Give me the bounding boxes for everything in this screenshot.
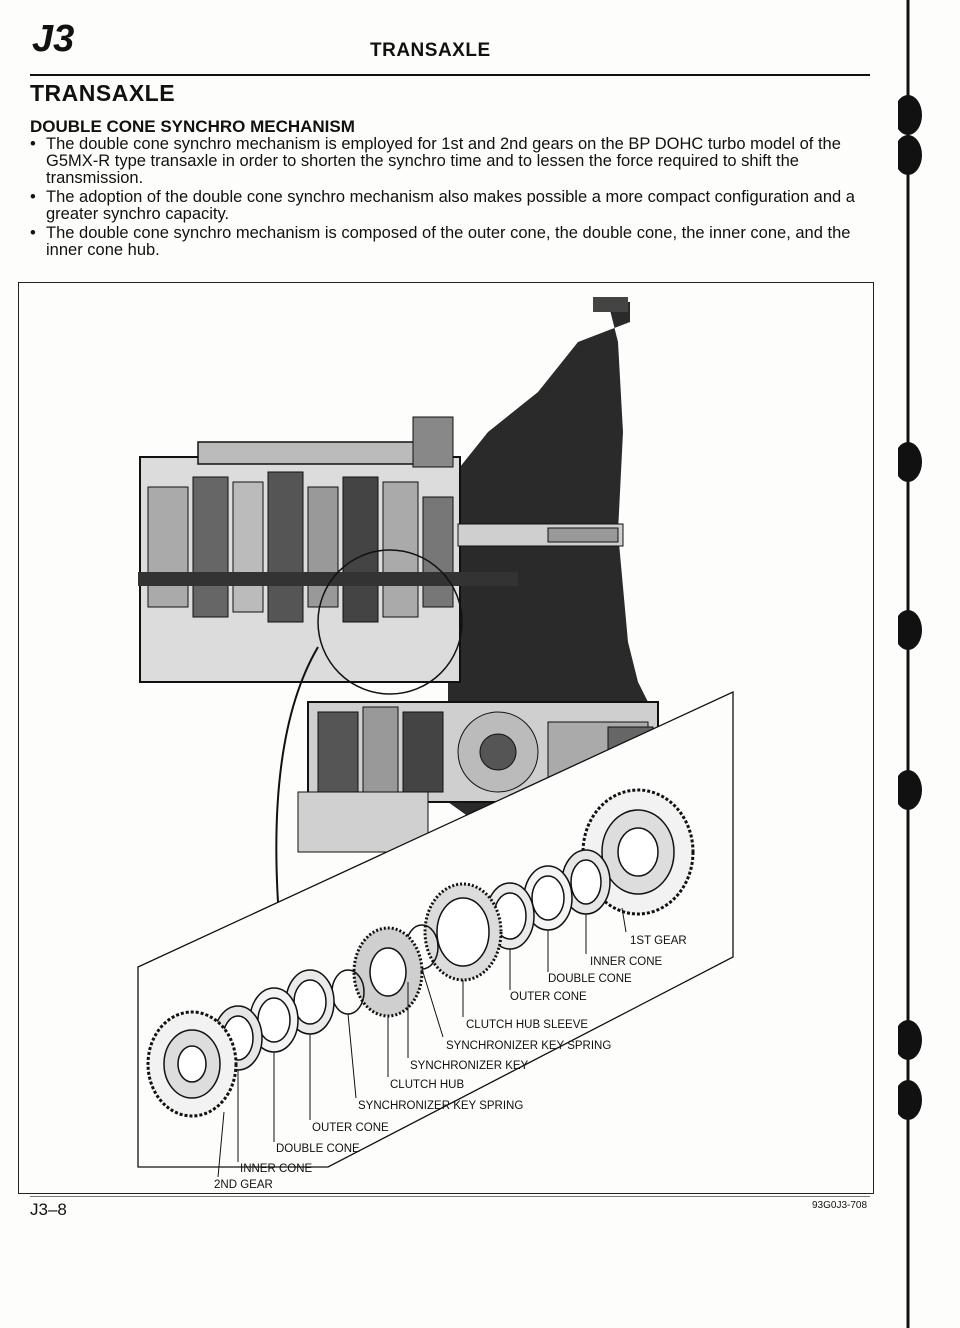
bullet-item: The double cone synchro mechanism is com… (30, 225, 875, 259)
leader-lines (217, 907, 627, 1178)
section-subheading: DOUBLE CONE SYNCHRO MECHANISM (30, 117, 355, 136)
label-outer-cone-bottom: OUTER CONE (312, 1122, 389, 1134)
section-code: J3 (32, 18, 75, 60)
label-inner-cone-top: INNER CONE (590, 956, 663, 968)
binder-hole-icon (898, 610, 922, 650)
detail-callout-leader (275, 646, 319, 903)
transaxle-cutaway-illustration (138, 297, 659, 912)
label-synchronizer-key-spring-top: SYNCHRONIZER KEY SPRING (446, 1040, 611, 1052)
figure-frame (18, 282, 874, 1194)
bullet-item: The double cone synchro mechanism is emp… (30, 136, 875, 187)
footer-rule (30, 1196, 870, 1197)
transaxle-figure: 1ST GEAR INNER CONE DOUBLE CONE OUTER CO… (137, 297, 734, 1191)
case-top (197, 441, 449, 465)
binder-edge (898, 0, 922, 1328)
detail-callout-circle (317, 549, 463, 695)
label-inner-cone-bottom: INNER CONE (240, 1163, 313, 1175)
header-rule (30, 74, 870, 76)
main-shaft (138, 572, 518, 586)
case-bottom (297, 791, 429, 853)
input-shaft-spline (547, 527, 619, 543)
exploded-parts (146, 788, 695, 1118)
label-clutch-hub-sleeve: CLUTCH HUB SLEEVE (466, 1019, 588, 1031)
page-title: TRANSAXLE (30, 80, 176, 106)
shift-tower (412, 416, 454, 468)
figure-code: 93G0J3-708 (812, 1200, 868, 1211)
bell-housing-flange (593, 297, 628, 312)
binder-hole-icon (898, 442, 922, 482)
bullet-item: The adoption of the double cone synchro … (30, 189, 875, 223)
label-double-cone-bottom: DOUBLE CONE (276, 1143, 360, 1155)
label-1st-gear: 1ST GEAR (630, 935, 687, 947)
binder-hole-icon (898, 95, 922, 135)
label-synchronizer-key-spring-bottom: SYNCHRONIZER KEY SPRING (358, 1100, 523, 1112)
label-clutch-hub: CLUTCH HUB (390, 1079, 464, 1091)
binder-hole-icon (898, 1020, 922, 1060)
binder-hole-icon (898, 135, 922, 175)
label-outer-cone-top: OUTER CONE (510, 991, 587, 1003)
binder-hole-icon (898, 1080, 922, 1120)
label-2nd-gear: 2ND GEAR (214, 1179, 273, 1191)
label-synchronizer-key: SYNCHRONIZER KEY (410, 1060, 529, 1072)
header-title: TRANSAXLE (370, 40, 491, 61)
page-number: J3–8 (30, 1200, 67, 1219)
bullet-list: The double cone synchro mechanism is emp… (30, 136, 875, 261)
label-double-cone-top: DOUBLE CONE (548, 973, 632, 985)
binder-hole-icon (898, 770, 922, 810)
gear-stacks (147, 471, 454, 623)
